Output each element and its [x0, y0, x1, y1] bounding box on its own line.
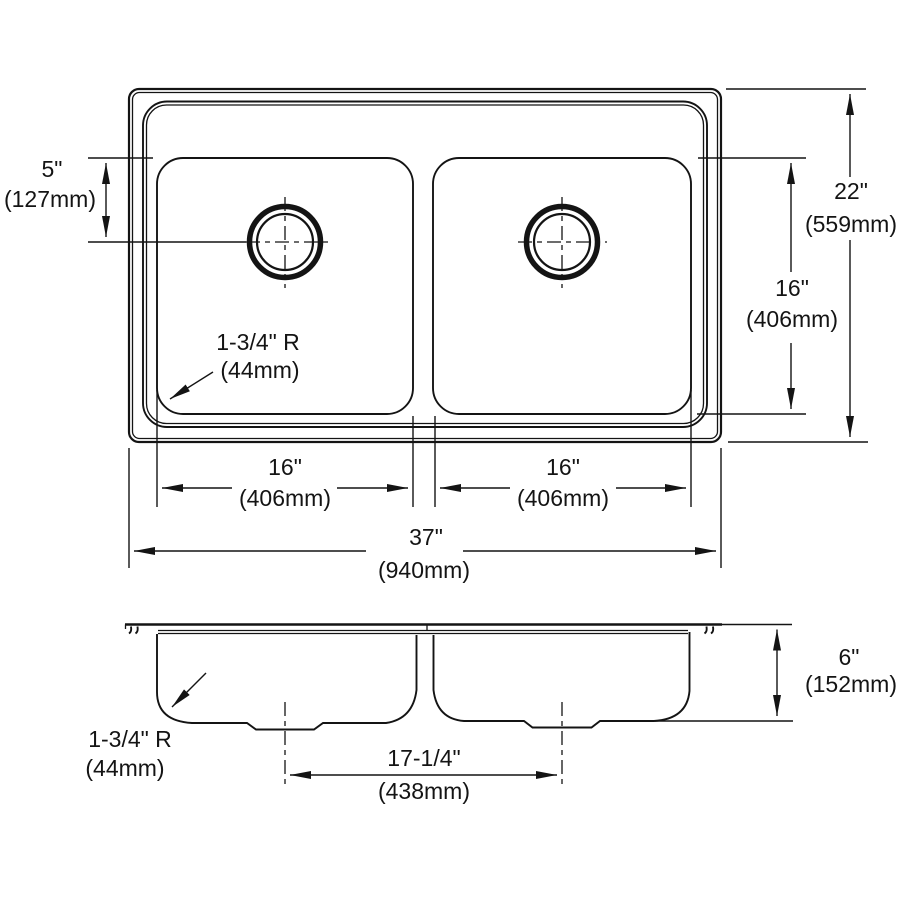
callout-corner-radius-plan: 1-3/4" R (44mm) [169, 329, 300, 400]
radius-label-inches: 1-3/4" R [88, 726, 172, 752]
dim-bowl-depth: 6" (152mm) [655, 623, 897, 722]
dim-drain-offset: 5" (127mm) [4, 156, 246, 243]
dim-overall-width: 37" (940mm) [128, 448, 722, 583]
radius-label-inches: 1-3/4" R [216, 329, 300, 355]
dim-label-inches: 22" [834, 178, 868, 204]
dim-label-metric: (152mm) [805, 671, 897, 697]
left-bowl-profile [156, 634, 418, 731]
sink-outer-rim-inner-edge [131, 91, 719, 440]
dim-bowl-front-to-back: 16" (406mm) [697, 157, 838, 415]
dim-label-inches: 16" [775, 275, 809, 301]
dim-label-metric: (127mm) [4, 186, 96, 212]
plan-view: 5" (127mm) 1-3/4" R (44mm) 16" (406mm) 2… [4, 87, 897, 583]
clip-hook [134, 626, 139, 635]
leader-arrow [169, 371, 214, 400]
right-drain [518, 197, 607, 288]
leader-arrow [171, 672, 207, 708]
radius-label-metric: (44mm) [85, 755, 164, 781]
left-drain [246, 197, 331, 288]
dim-overall-front-to-back: 22" (559mm) [726, 88, 897, 443]
dim-label-metric: (438mm) [378, 778, 470, 804]
dim-label-metric: (406mm) [239, 485, 331, 511]
sink-outer-rim-outline [127, 87, 723, 444]
sink-inner-rim-inner-edge [145, 104, 705, 425]
dim-label-inches: 16" [268, 454, 302, 480]
callout-corner-radius-section: 1-3/4" R (44mm) [85, 672, 207, 781]
radius-label-metric: (44mm) [220, 357, 299, 383]
clip-hook [703, 626, 708, 635]
left-mounting-clip [128, 626, 139, 635]
clip-hook [128, 626, 133, 635]
right-bowl-outline [432, 157, 692, 415]
dim-label-inches: 16" [546, 454, 580, 480]
dim-label-metric: (406mm) [746, 306, 838, 332]
right-bowl-profile [432, 632, 691, 729]
dim-drain-spacing: 17-1/4" (438mm) [284, 702, 563, 804]
dim-label-metric: (406mm) [517, 485, 609, 511]
dim-left-bowl-width: 16" (406mm) [156, 390, 414, 511]
dim-label-metric: (940mm) [378, 557, 470, 583]
dim-label-inches: 5" [42, 156, 63, 182]
sink-inner-rim-outline [142, 100, 708, 428]
left-bowl-outline [156, 157, 414, 415]
dim-label-inches: 6" [839, 644, 860, 670]
dim-label-inches: 17-1/4" [387, 745, 460, 771]
section-view: 1-3/4" R (44mm) 6" (152mm) 17-1/4" (438m… [85, 623, 897, 804]
dim-label-metric: (559mm) [805, 211, 897, 237]
right-mounting-clip [703, 626, 715, 635]
dim-right-bowl-width: 16" (406mm) [434, 390, 692, 511]
dim-label-inches: 37" [409, 524, 443, 550]
clip-hook [710, 626, 715, 635]
